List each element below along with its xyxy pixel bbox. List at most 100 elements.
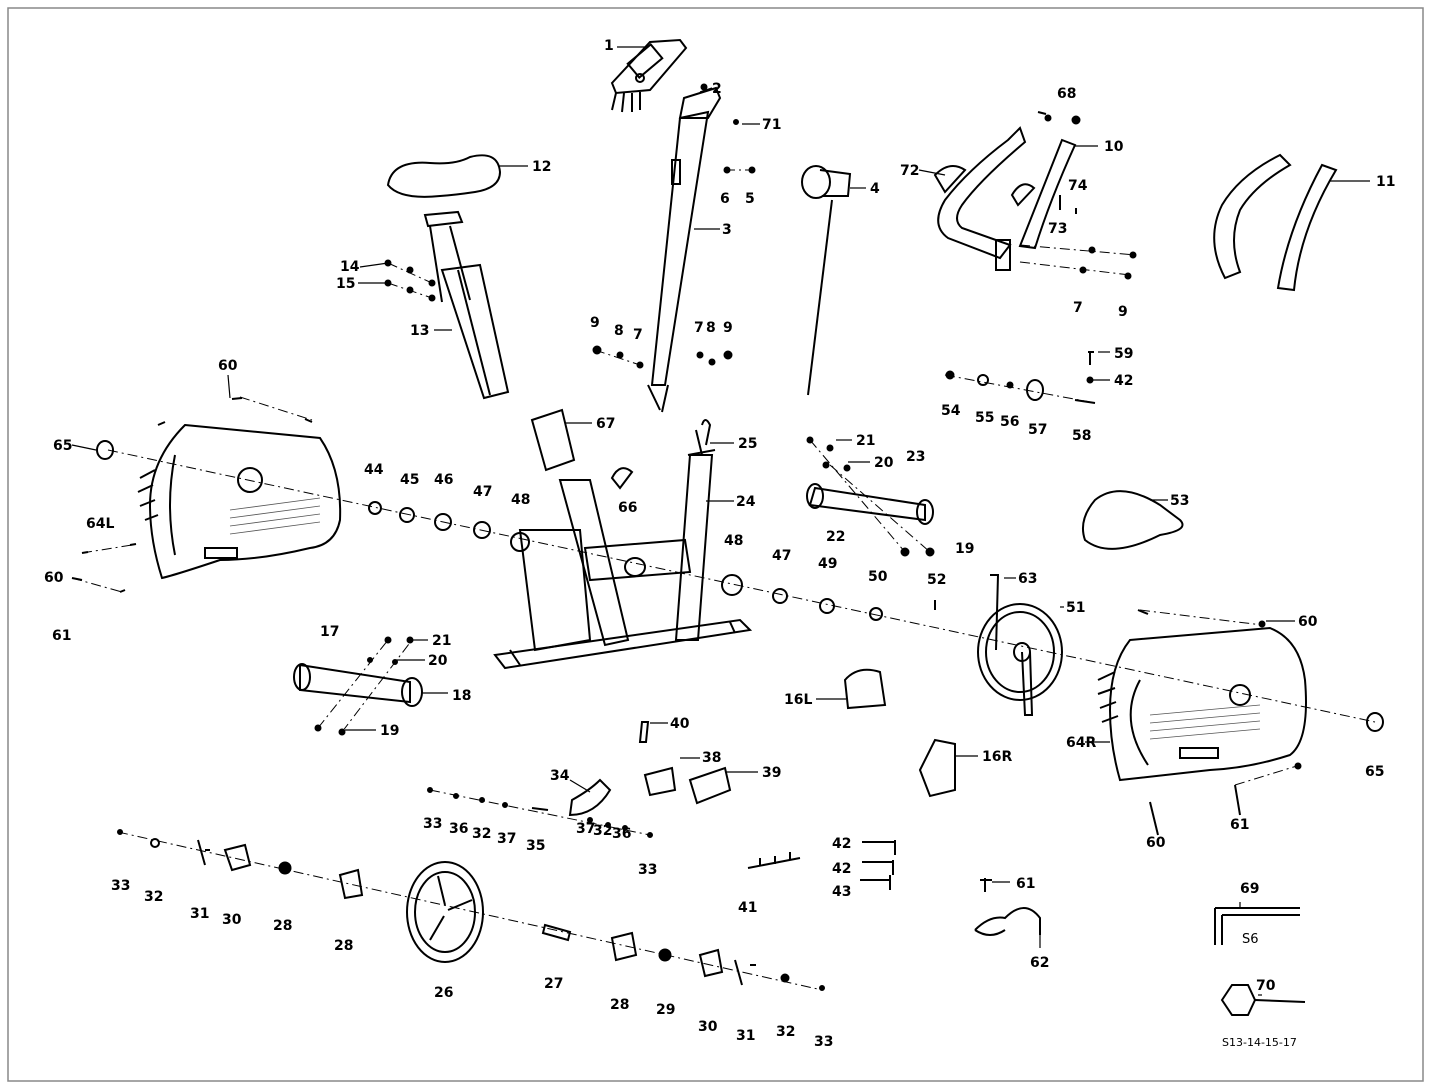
handlebar-grips-part xyxy=(1213,153,1338,292)
callout-p29: 29 xyxy=(656,1002,675,1018)
hardware-dots xyxy=(71,83,1384,991)
callout-p21b: 21 xyxy=(432,633,451,649)
callout-p37a: 37 xyxy=(497,831,516,847)
callout-p26: 26 xyxy=(434,985,453,1001)
tension-knob-part xyxy=(801,165,852,396)
callout-p28a: 28 xyxy=(273,918,292,934)
callout-p17: 17 xyxy=(320,624,339,640)
callout-p3: 3 xyxy=(722,222,732,238)
callout-p47b: 47 xyxy=(772,548,791,564)
callout-p60b: 60 xyxy=(44,570,64,586)
rear-stabilizer-part xyxy=(293,663,423,707)
callout-p19a: 19 xyxy=(955,541,974,557)
callout-p66: 66 xyxy=(618,500,637,516)
callout-p4: 4 xyxy=(870,181,880,197)
callout-p6: 6 xyxy=(720,191,730,207)
callout-p58: 58 xyxy=(1072,428,1091,444)
drawing-code: S13-14-15-17 xyxy=(1222,1036,1297,1049)
callout-p60a: 60 xyxy=(218,358,238,374)
callout-p12: 12 xyxy=(532,159,551,175)
callout-p47a: 47 xyxy=(473,484,492,500)
callout-p33d: 33 xyxy=(814,1034,833,1050)
flywheel-part xyxy=(406,861,484,963)
callout-p71: 71 xyxy=(762,117,781,133)
callout-p22: 22 xyxy=(826,529,845,545)
callout-p32a: 32 xyxy=(472,826,491,842)
callout-p31a: 31 xyxy=(190,906,209,922)
callout-p41: 41 xyxy=(738,900,757,916)
callout-p63: 63 xyxy=(1018,571,1037,587)
callout-p59: 59 xyxy=(1114,346,1133,362)
callout-p60c: 60 xyxy=(1298,614,1318,630)
callout-p42c: 42 xyxy=(832,861,851,877)
callout-p11: 11 xyxy=(1376,174,1395,190)
callout-p39: 39 xyxy=(762,765,781,781)
callout-p43: 43 xyxy=(832,884,851,900)
callout-p36b: 36 xyxy=(612,826,631,842)
callout-p8a: 8 xyxy=(614,323,624,339)
callout-p10: 10 xyxy=(1104,139,1124,155)
callout-p38: 38 xyxy=(702,750,721,766)
callout-p61a: 61 xyxy=(52,628,71,644)
left-pedal-part xyxy=(843,668,887,710)
brake-part xyxy=(568,721,732,817)
callout-p49: 49 xyxy=(818,556,837,572)
callout-p57: 57 xyxy=(1028,422,1047,438)
seat-post-part xyxy=(440,263,510,400)
callout-p7b: 7 xyxy=(694,320,704,336)
callout-p24: 24 xyxy=(736,494,756,510)
callout-p64L: 64L xyxy=(86,516,114,532)
callout-p19b: 19 xyxy=(380,723,399,739)
callout-p53: 53 xyxy=(1170,493,1189,509)
callout-p73: 73 xyxy=(1048,221,1067,237)
crank-pulley-part xyxy=(977,574,1063,716)
right-cover-part xyxy=(1097,626,1307,782)
left-cover-part xyxy=(137,423,342,580)
callout-p48b: 48 xyxy=(724,533,743,549)
callout-p14: 14 xyxy=(340,259,360,275)
sensor-part xyxy=(530,408,712,490)
callout-p1: 1 xyxy=(604,38,614,54)
callout-p72: 72 xyxy=(900,163,919,179)
sensor-cable-part xyxy=(974,907,1041,936)
callout-p31b: 31 xyxy=(736,1028,755,1044)
callout-p35: 35 xyxy=(526,838,545,854)
handlebar-part xyxy=(933,126,1077,271)
drive-belt-part xyxy=(1082,490,1184,550)
spanner-part xyxy=(1220,984,1306,1016)
callout-p60d: 60 xyxy=(1146,835,1166,851)
callout-p46: 46 xyxy=(434,472,453,488)
callout-p52: 52 xyxy=(927,572,946,588)
callout-p7c: 7 xyxy=(1073,300,1083,316)
callout-p20a: 20 xyxy=(874,455,894,471)
allen-wrench-marking: S6 xyxy=(1242,932,1259,947)
callout-p30b: 30 xyxy=(698,1019,718,1035)
callout-p8b: 8 xyxy=(706,320,716,336)
callout-p5: 5 xyxy=(745,191,755,207)
callout-p21a: 21 xyxy=(856,433,875,449)
callout-p51: 51 xyxy=(1066,600,1085,616)
callout-p55: 55 xyxy=(975,410,994,426)
callout-p37b: 37 xyxy=(576,821,595,837)
callout-p62: 62 xyxy=(1030,955,1049,971)
page-border xyxy=(7,7,1424,1082)
callout-p68: 68 xyxy=(1057,86,1076,102)
callout-p44: 44 xyxy=(364,462,384,478)
callout-p70: 70 xyxy=(1256,978,1276,994)
callout-p33a: 33 xyxy=(423,816,442,832)
callout-p64R: 64R xyxy=(1066,735,1096,751)
callout-p69: 69 xyxy=(1240,881,1259,897)
callout-p42a: 42 xyxy=(1114,373,1133,389)
callout-p16L: 16L xyxy=(784,692,812,708)
callout-p56: 56 xyxy=(1000,414,1019,430)
callout-p32b: 32 xyxy=(593,823,612,839)
leader-lines xyxy=(71,46,1370,996)
callout-p9b: 9 xyxy=(723,320,733,336)
callout-p13: 13 xyxy=(410,323,429,339)
callout-p7a: 7 xyxy=(633,327,643,343)
callout-p65b: 65 xyxy=(1365,764,1384,780)
callout-p28c: 28 xyxy=(610,997,629,1013)
callout-p42b: 42 xyxy=(832,836,851,852)
callout-p40: 40 xyxy=(670,716,690,732)
